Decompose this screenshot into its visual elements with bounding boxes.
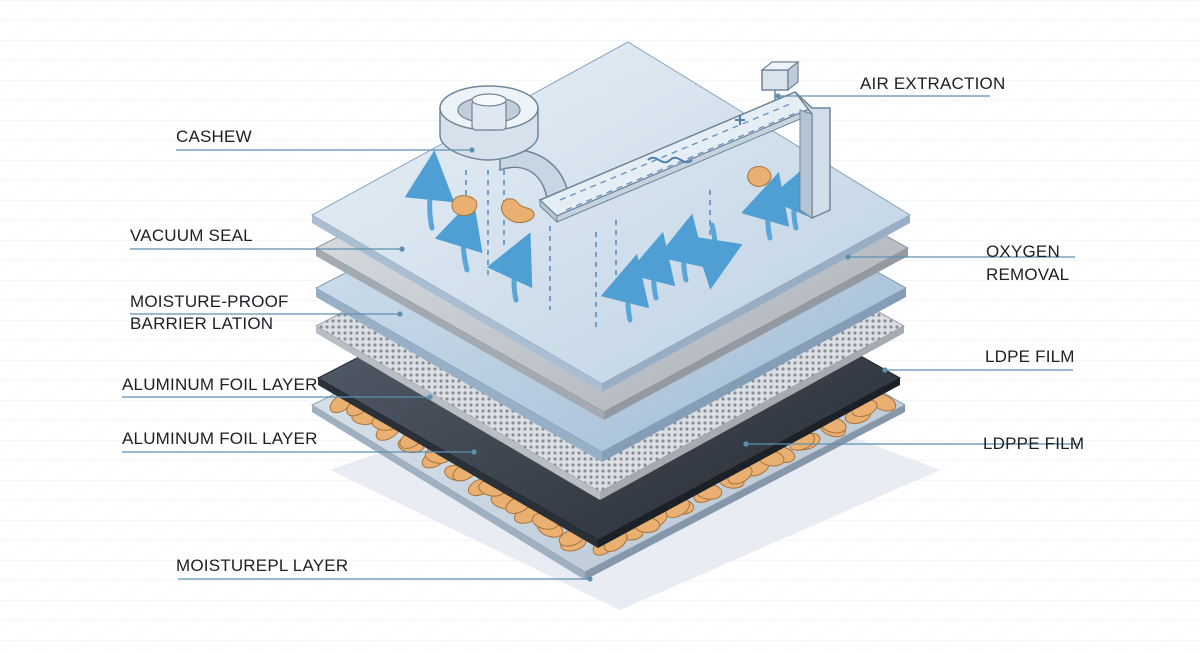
label-moisturepl-layer: MOISTUREPL LAYER — [176, 556, 349, 575]
extraction-arm-icon — [538, 60, 831, 224]
label-aluminum-foil-2: ALUMINUM FOIL LAYER — [122, 429, 318, 448]
leader-lines — [122, 93, 1080, 582]
airflow-arrow-icon — [404, 150, 455, 231]
label-ldpe-film: LDPE FILM — [985, 347, 1075, 366]
label-cashew: CASHEW — [176, 127, 252, 146]
cashew-nut-icon — [747, 166, 772, 187]
label-moisture-proof-line2: BARRIER LATION — [130, 314, 274, 333]
label-ldppe-film: LDPPE FILM — [983, 434, 1085, 453]
label-moisture-proof-line1: MOISTURE-PROOF — [130, 292, 289, 311]
label-aluminum-foil-1: ALUMINUM FOIL LAYER — [122, 375, 318, 394]
label-vacuum-seal: VACUUM SEAL — [130, 226, 253, 245]
airflow-arrows — [404, 150, 814, 323]
cashew-nut-icon — [501, 198, 535, 224]
airflow-arrow-icon — [486, 232, 533, 303]
cashew-nut-icon — [451, 195, 478, 216]
airflow-arrow-icon — [434, 198, 483, 273]
airflow-arrow-icon — [626, 231, 676, 301]
label-oxygen-line1: OXYGEN — [986, 242, 1060, 261]
falling-cashews — [451, 166, 772, 224]
airflow-arrow-icon — [693, 222, 743, 290]
label-oxygen-line2: REMOVAL — [986, 265, 1070, 284]
airflow-arrow-icon — [767, 163, 814, 231]
airflow-arrow-icon — [657, 213, 707, 283]
label-air-extraction: AIR EXTRACTION — [860, 74, 1006, 93]
